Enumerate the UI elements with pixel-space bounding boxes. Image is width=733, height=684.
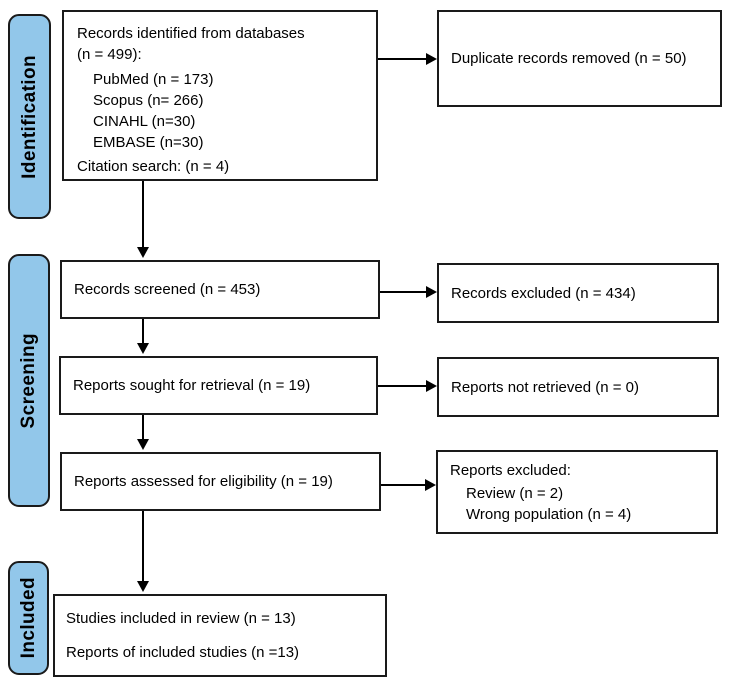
reports-excluded-title: Reports excluded: bbox=[450, 462, 571, 479]
stage-included-label: Included bbox=[17, 577, 39, 659]
studies-included-line: Studies included in review (n = 13) bbox=[66, 610, 296, 627]
database-item-cinahl: CINAHL (n=30) bbox=[93, 113, 196, 130]
arrow-assessed-to-included-head bbox=[137, 581, 149, 592]
reports-sought-label: Reports sought for retrieval (n = 19) bbox=[73, 377, 311, 394]
box-records-screened: Records screened (n = 453) bbox=[60, 260, 380, 319]
database-item-pubmed: PubMed (n = 173) bbox=[93, 71, 214, 88]
arrow-sought-to-assessed-line bbox=[142, 415, 144, 440]
arrow-screened-to-sought-head bbox=[137, 343, 149, 354]
reports-not-retrieved-label: Reports not retrieved (n = 0) bbox=[451, 378, 640, 396]
duplicates-removed-label: Duplicate records removed (n = 50) bbox=[451, 50, 687, 67]
arrow-assessed-to-excluded-line bbox=[381, 484, 425, 486]
database-item-embase: EMBASE (n=30) bbox=[93, 134, 204, 151]
arrow-identified-to-screened-head bbox=[137, 247, 149, 258]
arrow-screened-to-sought-line bbox=[142, 319, 144, 344]
box-reports-excluded: Reports excluded: Review (n = 2) Wrong p… bbox=[436, 450, 718, 534]
box-records-identified: Records identified from databases (n = 4… bbox=[62, 10, 378, 181]
stage-identification-label: Identification bbox=[18, 54, 40, 179]
arrow-sought-to-assessed-head bbox=[137, 439, 149, 450]
records-identified-title: Records identified from databases bbox=[77, 25, 305, 42]
exclusion-reason-wrong-population: Wrong population (n = 4) bbox=[466, 506, 632, 523]
box-reports-not-retrieved: Reports not retrieved (n = 0) bbox=[437, 357, 719, 417]
arrow-sought-to-not-retrieved-line bbox=[378, 385, 426, 387]
stage-screening: Screening bbox=[8, 254, 50, 507]
stage-screening-label: Screening bbox=[18, 332, 39, 429]
stage-included: Included bbox=[8, 561, 49, 675]
citation-search-line: Citation search: (n = 4) bbox=[77, 158, 230, 175]
arrow-assessed-to-excluded-head bbox=[425, 479, 436, 491]
records-excluded-label: Records excluded (n = 434) bbox=[451, 284, 636, 302]
box-duplicates-removed: Duplicate records removed (n = 50) bbox=[437, 10, 722, 107]
exclusion-reason-list: Review (n = 2) Wrong population (n = 4) bbox=[466, 483, 710, 525]
arrow-identified-to-duplicates-head bbox=[426, 53, 437, 65]
database-list: PubMed (n = 173) Scopus (n= 266) CINAHL … bbox=[93, 69, 370, 153]
records-identified-subtitle: (n = 499): bbox=[77, 46, 142, 63]
records-screened-label: Records screened (n = 453) bbox=[74, 281, 261, 298]
database-item-scopus: Scopus (n= 266) bbox=[93, 92, 204, 109]
arrow-screened-to-excluded-line bbox=[380, 291, 426, 293]
box-reports-sought: Reports sought for retrieval (n = 19) bbox=[59, 356, 378, 415]
reports-assessed-label: Reports assessed for eligibility (n = 19… bbox=[74, 473, 333, 490]
stage-identification: Identification bbox=[8, 14, 51, 219]
arrow-identified-to-duplicates-line bbox=[378, 58, 426, 60]
box-reports-assessed: Reports assessed for eligibility (n = 19… bbox=[60, 452, 381, 511]
arrow-assessed-to-included-line bbox=[142, 511, 144, 582]
arrow-sought-to-not-retrieved-head bbox=[426, 380, 437, 392]
arrow-screened-to-excluded-head bbox=[426, 286, 437, 298]
arrow-identified-to-screened-line bbox=[142, 181, 144, 247]
box-records-excluded: Records excluded (n = 434) bbox=[437, 263, 719, 323]
box-studies-included: Studies included in review (n = 13) Repo… bbox=[53, 594, 387, 677]
exclusion-reason-review: Review (n = 2) bbox=[466, 485, 564, 502]
reports-included-line: Reports of included studies (n =13) bbox=[66, 644, 300, 661]
